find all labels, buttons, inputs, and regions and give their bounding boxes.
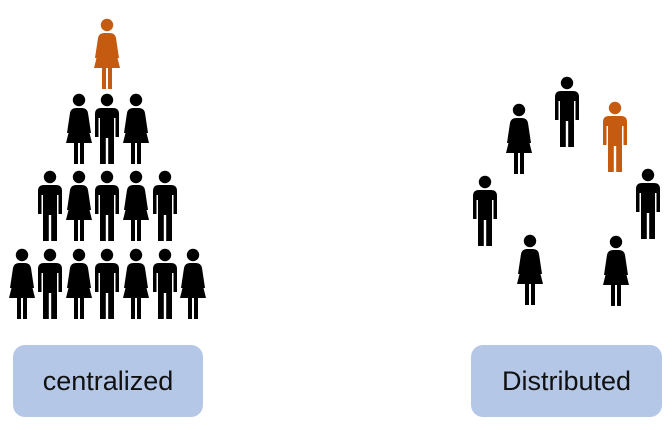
highlighted-female-person-icon: [94, 18, 120, 89]
distributed-circle: [473, 76, 660, 306]
female-person-icon: [517, 234, 543, 305]
male-person-icon: [95, 170, 119, 241]
female-person-icon: [66, 93, 92, 164]
female-person-icon: [9, 248, 35, 319]
centralized-label: centralized: [42, 365, 174, 396]
female-person-icon: [123, 248, 149, 319]
male-person-icon: [636, 168, 660, 239]
male-person-icon: [95, 248, 119, 319]
male-person-icon: [153, 170, 177, 241]
male-person-icon: [555, 76, 579, 147]
female-person-icon: [66, 170, 92, 241]
male-person-icon: [38, 248, 62, 319]
female-person-icon: [603, 235, 629, 306]
distributed-label: Distributed: [501, 365, 632, 396]
female-person-icon: [180, 248, 206, 319]
highlighted-male-person-icon: [603, 101, 627, 172]
centralized-pyramid: [9, 18, 206, 319]
male-person-icon: [153, 248, 177, 319]
female-person-icon: [66, 248, 92, 319]
female-person-icon: [123, 93, 149, 164]
male-person-icon: [38, 170, 62, 241]
distributed-label-box: Distributed: [471, 345, 662, 417]
male-person-icon: [473, 175, 497, 246]
centralized-label-box: centralized: [13, 345, 203, 417]
female-person-icon: [506, 103, 532, 174]
male-person-icon: [95, 93, 119, 164]
female-person-icon: [123, 170, 149, 241]
